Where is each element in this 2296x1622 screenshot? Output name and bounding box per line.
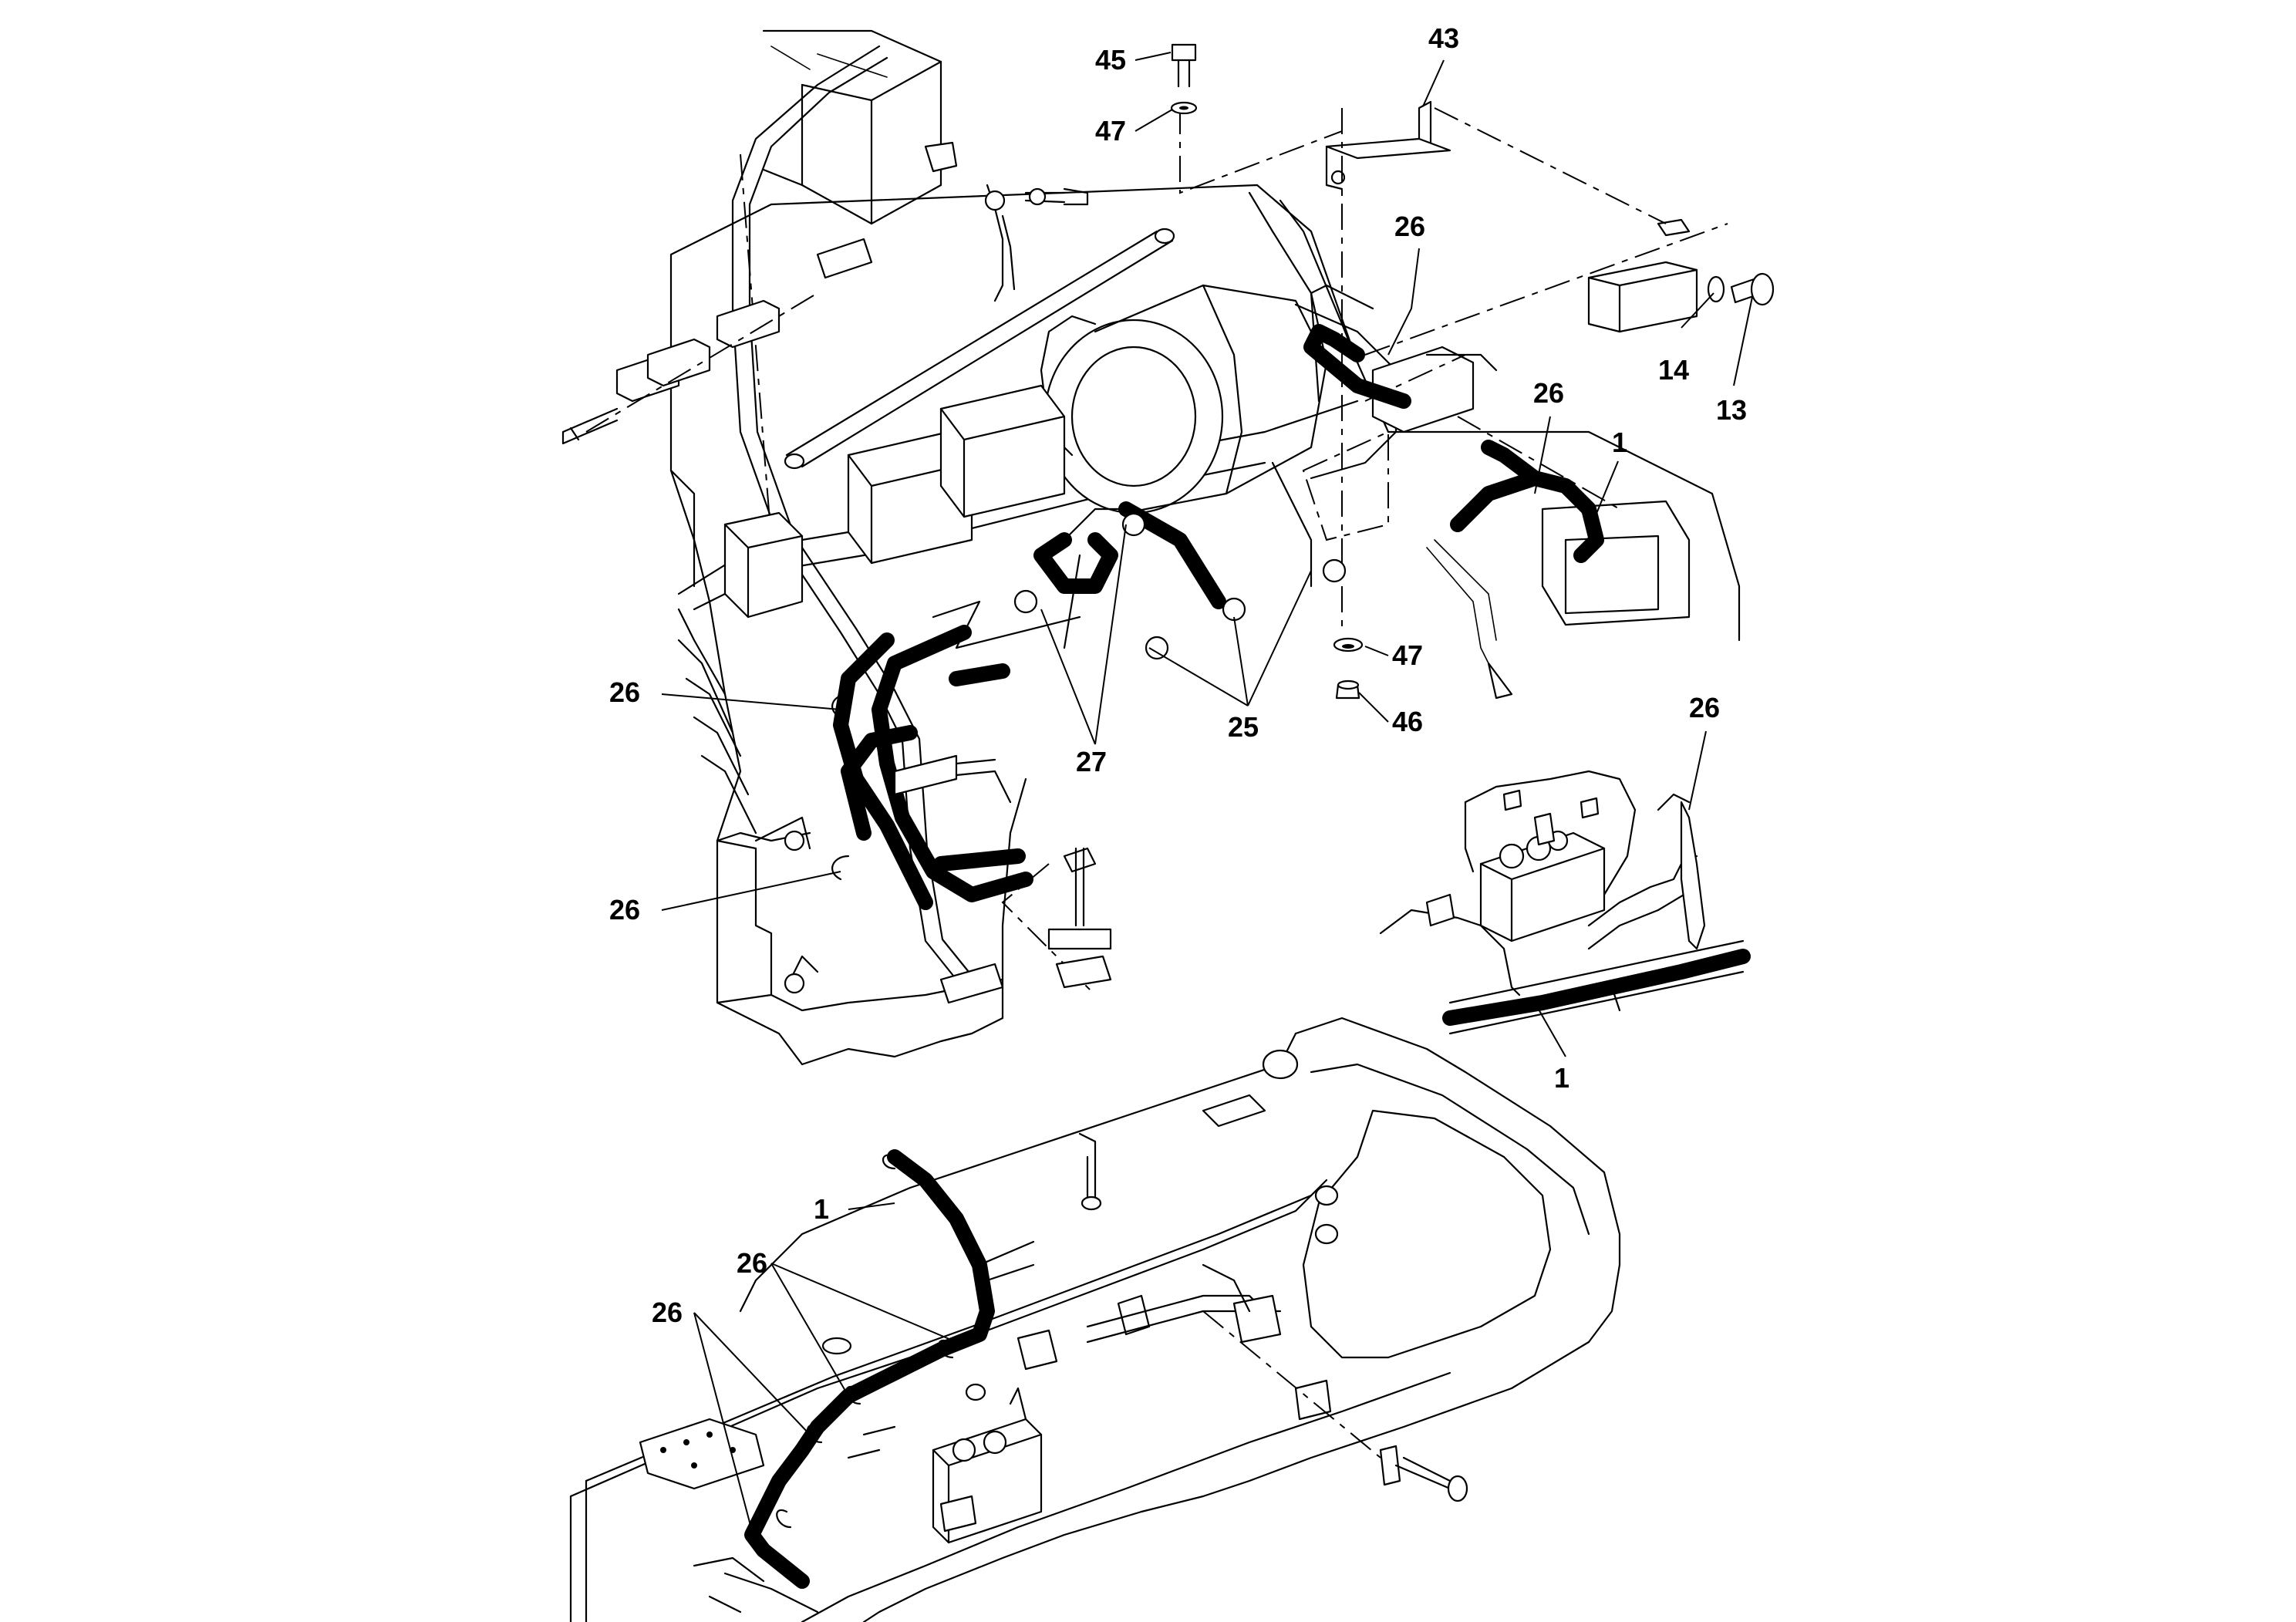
callout-arrow	[1426, 539, 1513, 700]
label-46: 46	[1392, 706, 1423, 737]
label-47-mid: 47	[1392, 639, 1423, 671]
label-1-lower: 1	[814, 1193, 829, 1225]
washer-14-screw-13	[1707, 272, 1775, 306]
bolt-45-washer-47	[1170, 43, 1198, 115]
label-25: 25	[1228, 711, 1259, 743]
label-26-left-lower: 26	[609, 894, 640, 926]
label-1-top: 1	[1612, 427, 1627, 458]
upper-left-battery	[762, 29, 942, 225]
label-43: 43	[1428, 22, 1459, 54]
label-27: 27	[1076, 746, 1107, 777]
right-mount	[1302, 346, 1691, 626]
label-26-lower-a: 26	[737, 1247, 767, 1279]
long-rail	[784, 228, 1175, 470]
harness-lower	[744, 1149, 1035, 1589]
label-26-top: 26	[1394, 211, 1425, 242]
label-14: 14	[1658, 354, 1689, 386]
harness-upper	[833, 324, 1604, 910]
label-1-inset: 1	[1554, 1062, 1569, 1094]
label-26-lower-b: 26	[652, 1297, 683, 1328]
lower-bracket-upper	[754, 754, 1112, 1004]
callout-labels: 45 47 43 26 14 13 26 1 47 46 25 27 26 26…	[609, 22, 1747, 1328]
grommet-47-46	[1333, 637, 1364, 700]
clamps-upper	[831, 292, 1347, 881]
lower-valve-block	[932, 1383, 1043, 1544]
clip-component	[924, 141, 1089, 302]
label-26-right: 26	[1533, 377, 1564, 409]
label-45: 45	[1095, 44, 1126, 76]
label-47-top: 47	[1095, 115, 1126, 147]
label-26-left-upper: 26	[609, 676, 640, 708]
relay-boxes	[723, 384, 1066, 619]
bracket-43	[1325, 100, 1451, 191]
label-13: 13	[1716, 394, 1747, 426]
lamp-assembly	[1587, 218, 1698, 333]
lower-right-bracket	[1086, 1263, 1468, 1502]
valve-block-inset	[1379, 770, 1751, 1035]
clamp-set-upper	[561, 238, 873, 445]
lower-chassis	[569, 1017, 1621, 1622]
leader-lines	[661, 52, 1753, 1532]
label-26-inset: 26	[1689, 692, 1720, 723]
